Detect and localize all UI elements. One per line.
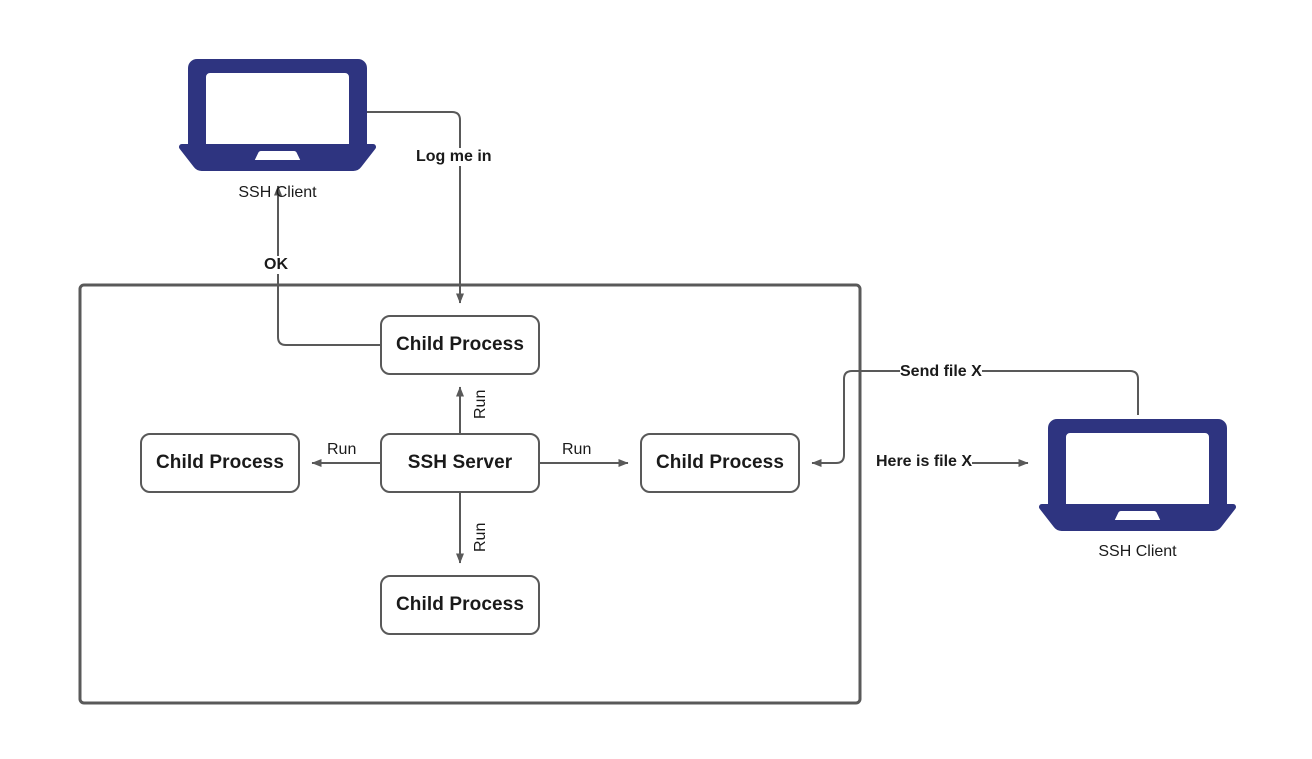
node-child-top[interactable]: Child Process: [380, 315, 540, 375]
edge-label-log-me-in: Log me in: [416, 148, 492, 166]
edge-label-run-down: Run: [472, 522, 490, 552]
device-label-client-top: SSH Client: [238, 184, 317, 201]
node-child-left[interactable]: Child Process: [140, 433, 300, 493]
edge-ok: [274, 185, 380, 346]
edge-label-run-right: Run: [562, 441, 592, 459]
edge-label-send-file-x: Send file X: [900, 363, 982, 381]
edge-label-ok: OK: [264, 256, 288, 274]
edge-label-run-left: Run: [327, 441, 357, 459]
laptop-icon-client-right: [1039, 419, 1237, 531]
edge-send-file-x: [811, 370, 1139, 467]
edge-label-here-is-file-x: Here is file X: [876, 453, 973, 471]
edge-log-me-in: [355, 111, 464, 304]
node-child-bottom[interactable]: Child Process: [380, 575, 540, 635]
node-ssh-server[interactable]: SSH Server: [380, 433, 540, 493]
edge-label-run-up: Run: [472, 389, 490, 419]
laptop-icon-client-top: [178, 59, 377, 171]
ssh-server-host-boundary: [78, 283, 862, 705]
node-child-right[interactable]: Child Process: [640, 433, 800, 493]
device-label-client-right: SSH Client: [1098, 543, 1177, 560]
